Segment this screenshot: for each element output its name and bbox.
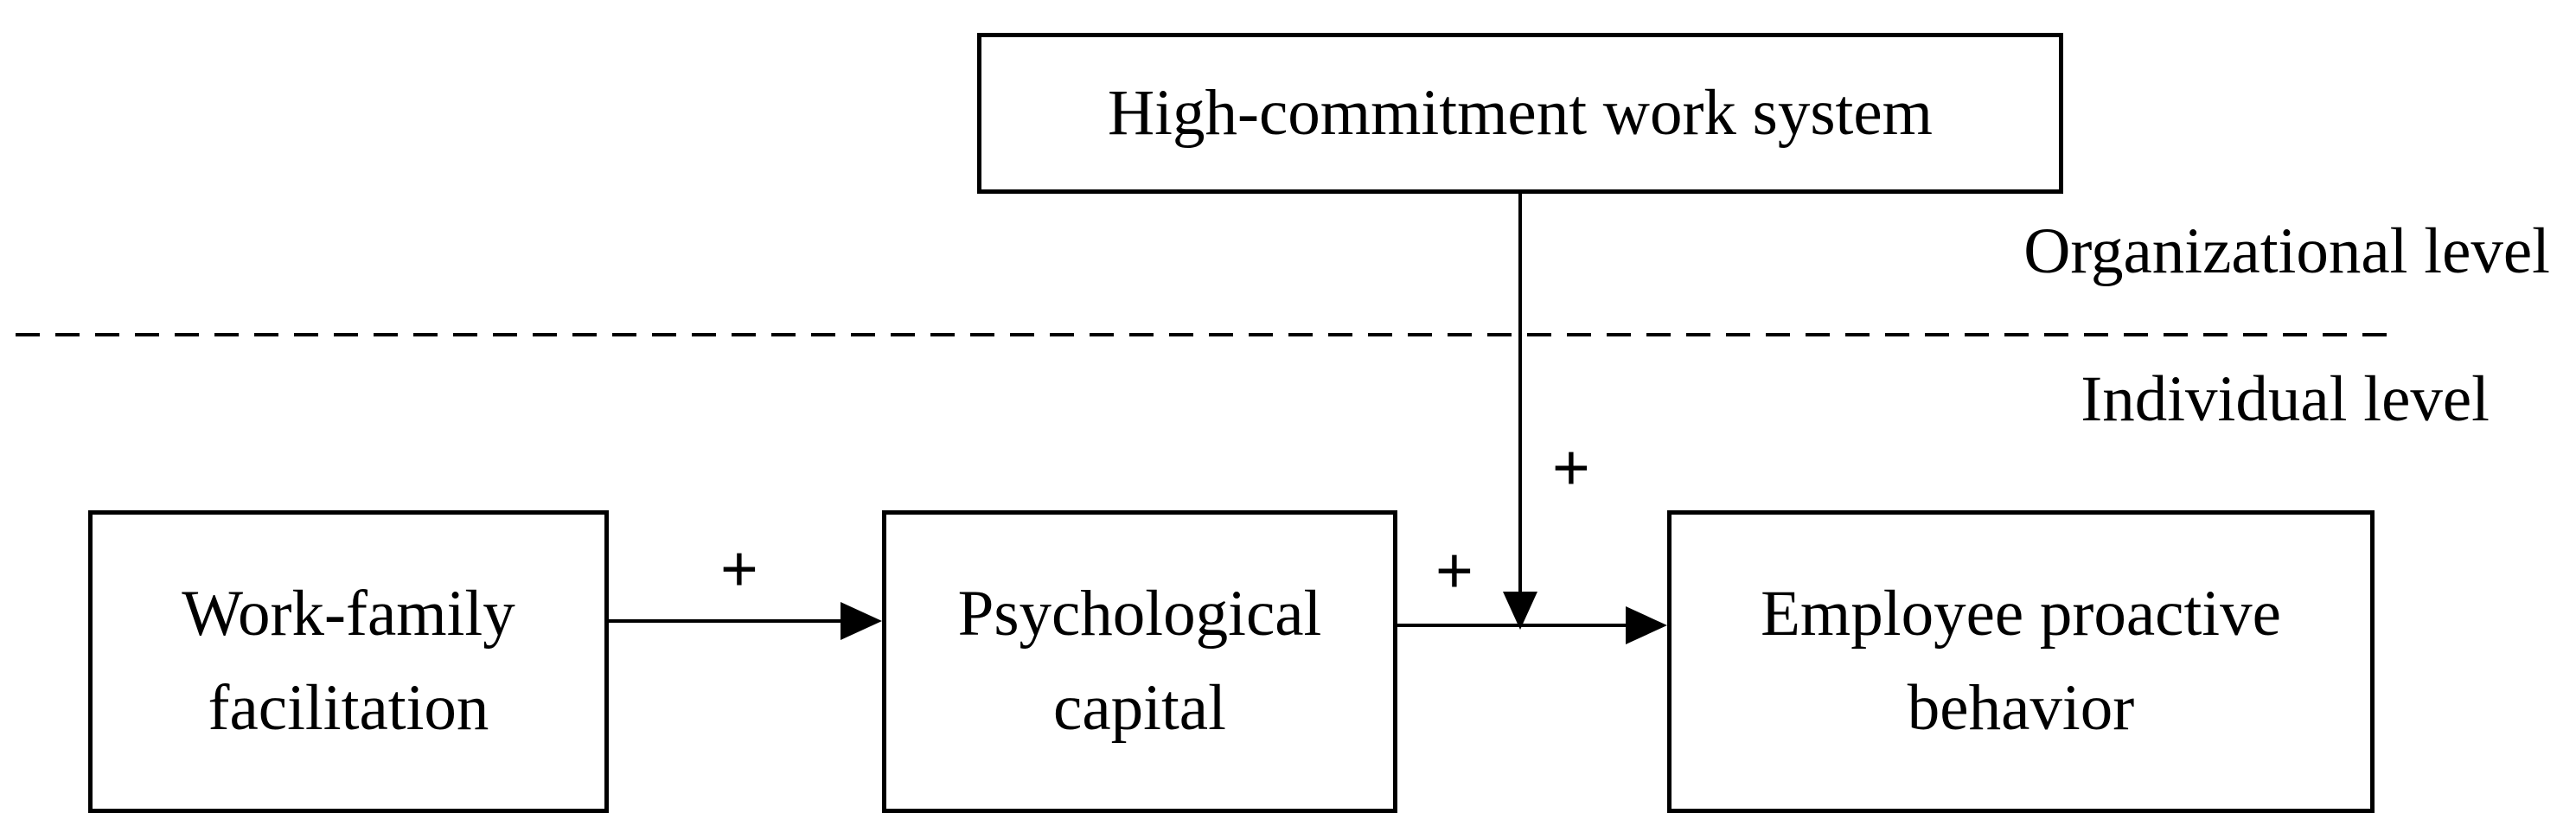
arrow-wff-to-pc-head	[841, 602, 882, 640]
node-work-family-facilitation-label: Work-family facilitation	[182, 578, 515, 744]
sign-wff-to-pc: +	[720, 532, 758, 605]
sign-pc-to-epb: +	[1435, 534, 1473, 606]
individual-level-label: Individual level	[2081, 363, 2490, 435]
node-psychological-capital-label: Psychological capital	[957, 578, 1322, 744]
node-high-commitment-work-system-label: High-commitment work system	[1107, 76, 1934, 149]
node-high-commitment-work-system: High-commitment work system	[977, 33, 2063, 194]
arrow-pc-to-epb-head	[1626, 606, 1667, 644]
node-psychological-capital: Psychological capital	[882, 510, 1397, 813]
sign-moderation: +	[1552, 431, 1590, 503]
organizational-level-label: Organizational level	[2023, 215, 2550, 287]
node-work-family-facilitation: Work-family facilitation	[88, 510, 609, 813]
node-employee-proactive-behavior: Employee proactive behavior	[1667, 510, 2375, 813]
node-employee-proactive-behavior-label: Employee proactive behavior	[1761, 578, 2281, 744]
arrow-moderation-head	[1503, 592, 1537, 630]
